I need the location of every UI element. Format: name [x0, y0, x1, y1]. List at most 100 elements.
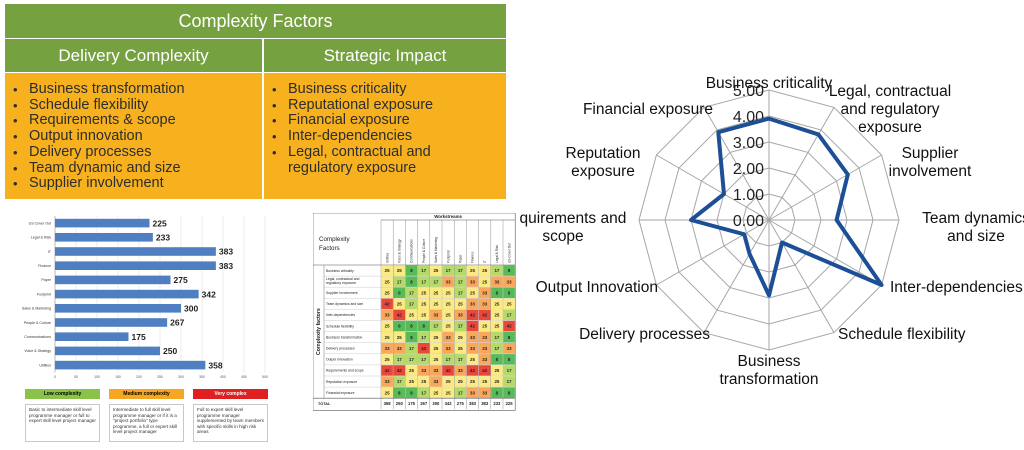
- medium-complexity-badge: Medium complexity: [109, 389, 184, 399]
- cell-value: 42: [470, 313, 475, 318]
- heat-cell: [381, 365, 393, 376]
- cell-value: 42: [482, 313, 487, 318]
- heat-cell: [442, 309, 454, 321]
- heat-cell: [393, 376, 406, 387]
- radar-tick-label: 0.00: [733, 213, 764, 230]
- heat-cell: [430, 365, 442, 376]
- cell-value: 25: [385, 279, 390, 284]
- category-label: Finance: [38, 264, 51, 268]
- cell-value: 25: [409, 368, 414, 373]
- heat-cell: [405, 265, 418, 276]
- cell-value: 17: [507, 368, 512, 373]
- cell-value: 25: [446, 290, 451, 295]
- heat-cell: [430, 376, 442, 387]
- total-value: 233: [493, 401, 501, 406]
- radar-axis-label: Business criticality: [706, 75, 833, 92]
- category-label: IT: [48, 250, 52, 254]
- heat-cell: [442, 331, 454, 343]
- total-value: 342: [445, 401, 453, 406]
- cell-value: 25: [470, 357, 475, 362]
- cell-value: 17: [409, 301, 414, 306]
- cell-value: 17: [421, 357, 426, 362]
- heat-cell: [466, 265, 479, 276]
- strategic-item: Inter-dependencies: [264, 128, 506, 145]
- row-label: regulatory exposure: [326, 281, 356, 285]
- heat-cell: [430, 276, 442, 287]
- cell-value: 33: [446, 335, 451, 340]
- heat-cell: [405, 298, 418, 310]
- radar-spoke: [656, 219, 770, 286]
- cell-value: 33: [482, 301, 487, 306]
- heat-cell: [503, 343, 515, 354]
- cell-value: 17: [458, 290, 463, 295]
- data-label: 383: [219, 261, 233, 271]
- cell-value: 17: [507, 379, 512, 384]
- cell-value: 25: [458, 301, 463, 306]
- cell-value: 25: [385, 357, 390, 362]
- cell-value: 17: [494, 268, 499, 273]
- cell-value: 33: [482, 346, 487, 351]
- data-label: 300: [184, 304, 198, 314]
- heat-cell: [454, 309, 467, 321]
- heat-cell: [417, 331, 430, 343]
- heatmap-frame: [313, 213, 516, 411]
- cell-value: 17: [433, 324, 438, 329]
- cell-value: 25: [385, 390, 390, 395]
- heat-cell: [381, 309, 393, 321]
- column-header: US Cover Out: [507, 243, 511, 263]
- delivery-item: Schedule flexibility: [5, 97, 262, 114]
- heatmap-title: Complexity: [319, 236, 351, 243]
- heat-cell: [503, 276, 515, 287]
- radar-axis-label: Schedule flexibility: [838, 326, 966, 343]
- row-label: Legal, contractual and: [326, 277, 359, 281]
- cell-value: 42: [385, 368, 390, 373]
- row-label: Requirements and scope: [326, 369, 364, 373]
- heat-cell: [430, 387, 442, 398]
- x-tick-label: 250: [157, 375, 163, 379]
- heat-cell: [503, 309, 515, 321]
- heat-cell: [381, 354, 393, 365]
- cell-value: 25: [482, 279, 487, 284]
- heat-cell: [417, 387, 430, 398]
- workstreams-header: Workstreams: [434, 214, 462, 219]
- heat-cell: [393, 298, 406, 310]
- category-label: Paper: [41, 278, 51, 282]
- cell-value: 42: [421, 346, 426, 351]
- cell-value: 17: [458, 268, 463, 273]
- cell-value: 25: [482, 324, 487, 329]
- cell-value: 17: [458, 357, 463, 362]
- very-complex-badge: Very complex: [193, 389, 268, 399]
- delivery-complexity-column: Business transformation Schedule flexibi…: [5, 73, 262, 199]
- category-label: Footprint: [37, 292, 51, 296]
- bar: [55, 332, 129, 341]
- x-tick-label: 50: [74, 375, 78, 379]
- total-value: 383: [469, 401, 477, 406]
- x-tick-label: 150: [115, 375, 121, 379]
- cell-value: 25: [494, 368, 499, 373]
- delivery-item: Supplier involvement: [5, 176, 262, 192]
- category-label: Voice & Strategy: [24, 349, 51, 353]
- heat-cell: [454, 354, 467, 365]
- bar: [55, 261, 216, 270]
- heat-cell: [478, 265, 491, 276]
- cell-value: 42: [397, 313, 402, 318]
- category-label: Sales & Marketing: [22, 307, 51, 311]
- cell-value: 25: [494, 301, 499, 306]
- heat-cell: [442, 265, 454, 276]
- heat-cell: [381, 287, 393, 298]
- heat-cell: [503, 265, 515, 276]
- data-label: 267: [170, 318, 184, 328]
- delivery-item: Team dynamic and size: [5, 160, 262, 177]
- heat-cell: [442, 343, 454, 354]
- row-label: Supplier involvement: [326, 291, 358, 295]
- x-tick-label: 400: [220, 375, 226, 379]
- very-complex-description: Full to expert skill level programme man…: [193, 404, 268, 442]
- heat-cell: [478, 287, 491, 298]
- heat-cell: [478, 365, 491, 376]
- cell-value: 17: [397, 379, 402, 384]
- cell-value: 25: [421, 313, 426, 318]
- cell-value: 17: [507, 313, 512, 318]
- row-label: Team dynamics and size: [326, 302, 363, 306]
- radar-axis-label: Supplier: [902, 145, 959, 162]
- heat-cell: [454, 331, 467, 343]
